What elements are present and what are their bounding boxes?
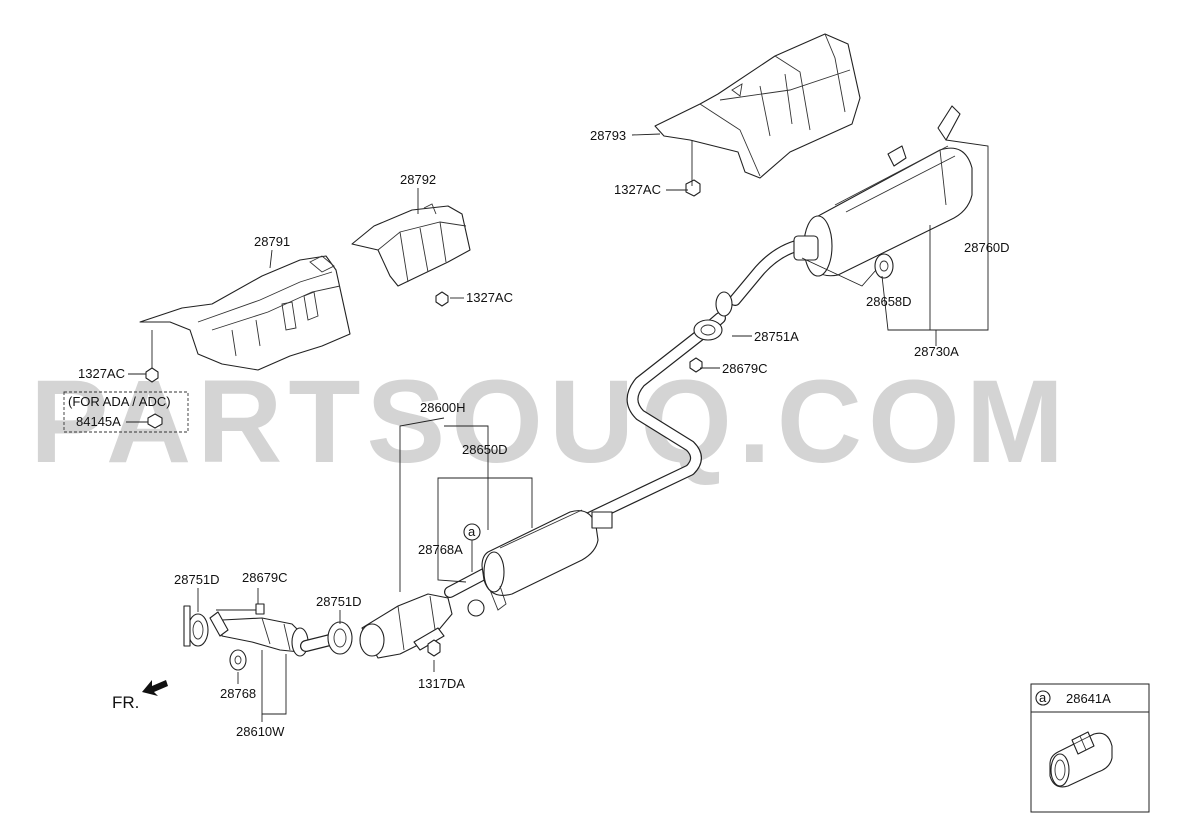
- callout-marker-letter: a: [468, 524, 476, 539]
- note-condition: (FOR ADA / ADC): [68, 394, 171, 409]
- direction-label: FR.: [112, 693, 139, 712]
- label-1327ac-a[interactable]: 1327AC: [614, 182, 661, 197]
- label-28650d[interactable]: 28650D: [462, 442, 508, 457]
- nut-1327ac-a[interactable]: [685, 179, 701, 197]
- nut-1317da[interactable]: [427, 639, 441, 657]
- heat-protector-28793[interactable]: [654, 33, 861, 179]
- label-28679c-b[interactable]: 28679C: [242, 570, 288, 585]
- heat-protector-28792[interactable]: [351, 203, 471, 287]
- gasket-28751d-left[interactable]: [183, 605, 209, 647]
- hanger-28658d[interactable]: [874, 253, 894, 279]
- label-28641a: 28641A: [1066, 691, 1111, 706]
- callout-marker: [463, 523, 481, 541]
- label-28600h[interactable]: 28600H: [420, 400, 466, 415]
- catalytic-converter[interactable]: [359, 593, 453, 659]
- label-28751a[interactable]: 28751A: [754, 329, 799, 344]
- watermark: PARTSOUQ.COM: [30, 356, 1070, 488]
- heat-protector-28791[interactable]: [139, 255, 351, 371]
- label-28679c-a[interactable]: 28679C: [722, 361, 768, 376]
- label-28730a[interactable]: 28730A: [914, 344, 959, 359]
- label-28791[interactable]: 28791: [254, 234, 290, 249]
- front-arrow-icon: [142, 680, 168, 696]
- direction-indicator: FR.: [112, 680, 168, 712]
- label-28658d[interactable]: 28658D: [866, 294, 912, 309]
- front-pipe[interactable]: [209, 611, 336, 657]
- note-box: [63, 391, 189, 433]
- label-28751d-a[interactable]: 28751D: [174, 572, 220, 587]
- hanger-28768[interactable]: [229, 649, 247, 671]
- nut-28679c-b[interactable]: [255, 603, 265, 615]
- clamp-28641a: [1049, 731, 1113, 788]
- leader-lines: [126, 133, 989, 722]
- label-1327ac-c[interactable]: 1327AC: [78, 366, 125, 381]
- bracket-84145a[interactable]: [147, 413, 163, 429]
- gasket-28751a[interactable]: [693, 291, 733, 341]
- label-28768a[interactable]: 28768A: [418, 542, 463, 557]
- callout-box[interactable]: a 28641A: [1030, 683, 1150, 813]
- label-28768[interactable]: 28768: [220, 686, 256, 701]
- label-84145a: 84145A: [76, 414, 121, 429]
- label-28610w[interactable]: 28610W: [236, 724, 285, 739]
- gasket-28751d-right[interactable]: [327, 621, 353, 655]
- label-1327ac-b[interactable]: 1327AC: [466, 290, 513, 305]
- label-28793[interactable]: 28793: [590, 128, 626, 143]
- label-28760d[interactable]: 28760D: [964, 240, 1010, 255]
- label-28751d-b[interactable]: 28751D: [316, 594, 362, 609]
- callout-box-marker: [1035, 690, 1051, 706]
- label-28792[interactable]: 28792: [400, 172, 436, 187]
- nut-1327ac-b[interactable]: [435, 291, 449, 307]
- center-muffler[interactable]: [444, 509, 613, 617]
- label-1317da[interactable]: 1317DA: [418, 676, 465, 691]
- rear-muffler[interactable]: [793, 105, 973, 277]
- callout-box-letter: a: [1039, 690, 1047, 705]
